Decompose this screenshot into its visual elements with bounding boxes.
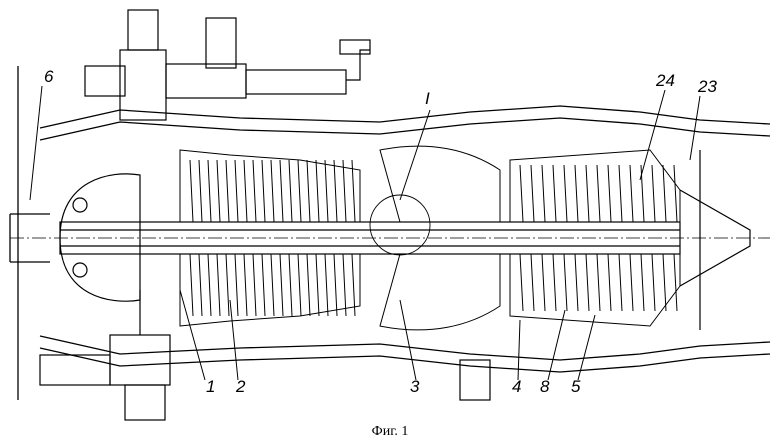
combustor (369, 145, 501, 331)
blade-line (315, 159, 320, 223)
label-2: 2 (235, 377, 246, 396)
blade-line (333, 159, 338, 223)
blade-line (351, 253, 356, 317)
exhaust-cone (679, 150, 751, 330)
blade-line (315, 253, 320, 317)
blade-line (342, 253, 347, 317)
blade-line (261, 253, 266, 317)
blade-line (270, 159, 275, 223)
engine-casing (9, 66, 771, 400)
blade-line (662, 253, 667, 312)
blade-line (198, 253, 203, 317)
blade-line (216, 253, 221, 317)
blade-line (607, 253, 612, 312)
blade-line (189, 253, 194, 317)
blade-line (519, 253, 524, 312)
blade-line (243, 159, 248, 223)
blade-line (207, 253, 212, 317)
blade-line (596, 253, 601, 312)
blade-line (297, 159, 302, 223)
blade-line (651, 253, 656, 312)
blade-line (351, 159, 356, 223)
label-6: 6 (44, 67, 54, 86)
leader-lines (29, 85, 701, 381)
blade-line (225, 159, 230, 223)
blade-line (252, 159, 257, 223)
blade-line (189, 159, 194, 223)
blade-line (225, 253, 230, 317)
blade-line (563, 164, 568, 223)
blade-line (651, 164, 656, 223)
blade-line (541, 253, 546, 312)
engine-shaft (10, 221, 770, 255)
bottom-accessories (39, 290, 491, 421)
blade-line (324, 253, 329, 317)
blade-line (585, 164, 590, 223)
figure-caption: Фиг. 1 (372, 424, 409, 439)
turbine (509, 149, 681, 327)
blade-line (324, 159, 329, 223)
blade-line (519, 164, 524, 223)
label-4: 4 (512, 377, 521, 396)
blade-line (640, 253, 645, 312)
blade-line (297, 253, 302, 317)
label-5: 5 (571, 377, 581, 396)
blade-line (673, 253, 678, 312)
blade-line (563, 253, 568, 312)
blade-line (673, 164, 678, 223)
blade-line (607, 164, 612, 223)
compressor (179, 149, 361, 327)
blade-line (530, 164, 535, 223)
blade-line (333, 253, 338, 317)
blade-line (342, 159, 347, 223)
label-1: 1 (206, 377, 215, 396)
label-8: 8 (540, 377, 550, 396)
blade-line (279, 159, 284, 223)
intake-dome (59, 173, 141, 302)
blade-line (618, 253, 623, 312)
blade-line (243, 253, 248, 317)
blade-line (629, 164, 634, 223)
blade-line (629, 253, 634, 312)
label-23: 23 (697, 77, 717, 96)
blade-line (261, 159, 266, 223)
label-I: I (425, 89, 430, 108)
blade-line (252, 253, 257, 317)
blade-line (530, 253, 535, 312)
blade-line (234, 253, 239, 317)
top-piping (84, 9, 371, 121)
blade-line (306, 253, 311, 317)
blade-line (574, 164, 579, 223)
blade-line (618, 164, 623, 223)
blade-line (216, 159, 221, 223)
blade-line (596, 164, 601, 223)
blade-line (552, 253, 557, 312)
blade-line (288, 253, 293, 317)
blade-line (585, 253, 590, 312)
blade-line (234, 159, 239, 223)
label-3: 3 (410, 377, 420, 396)
blade-line (541, 164, 546, 223)
blade-line (306, 159, 311, 223)
blade-line (270, 253, 275, 317)
label-24: 24 (655, 71, 675, 90)
blade-line (207, 159, 212, 223)
blade-line (279, 253, 284, 317)
blade-line (198, 159, 203, 223)
blade-line (288, 159, 293, 223)
blade-line (662, 164, 667, 223)
blade-line (574, 253, 579, 312)
blade-line (552, 164, 557, 223)
